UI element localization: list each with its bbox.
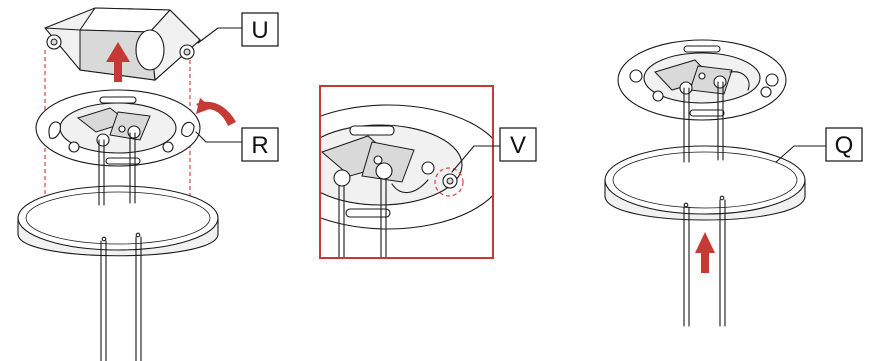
callout-v-label: V: [510, 132, 526, 159]
callout-u-label: U: [251, 17, 268, 44]
detail-view: V: [319, 85, 537, 259]
rotate-arrow-icon: [196, 98, 236, 126]
screw-left: [46, 34, 62, 50]
mounting-plate: [35, 89, 201, 167]
canopy-disc-right: [604, 145, 806, 221]
junction-box: [44, 7, 201, 82]
callout-r: R: [195, 127, 279, 162]
callout-v: V: [451, 127, 537, 173]
detail-frame: [319, 85, 494, 259]
cables-left: [98, 132, 142, 361]
canopy-disc: [17, 185, 219, 257]
callout-q: Q: [775, 127, 863, 163]
up-arrow-icon: [106, 42, 130, 82]
callout-u: U: [197, 12, 279, 47]
mounting-plate-right: [617, 39, 787, 121]
step-right-assembly: Q: [604, 39, 863, 327]
callout-r-label: R: [251, 132, 268, 159]
callout-q-label: Q: [835, 132, 854, 159]
step-left-assembly: U R: [17, 7, 279, 361]
highlight-circle: [434, 167, 464, 197]
up-arrow-icon: [695, 232, 715, 273]
cables-right: [683, 81, 726, 327]
screw-right: [179, 44, 195, 60]
screw-detail: [442, 173, 458, 189]
